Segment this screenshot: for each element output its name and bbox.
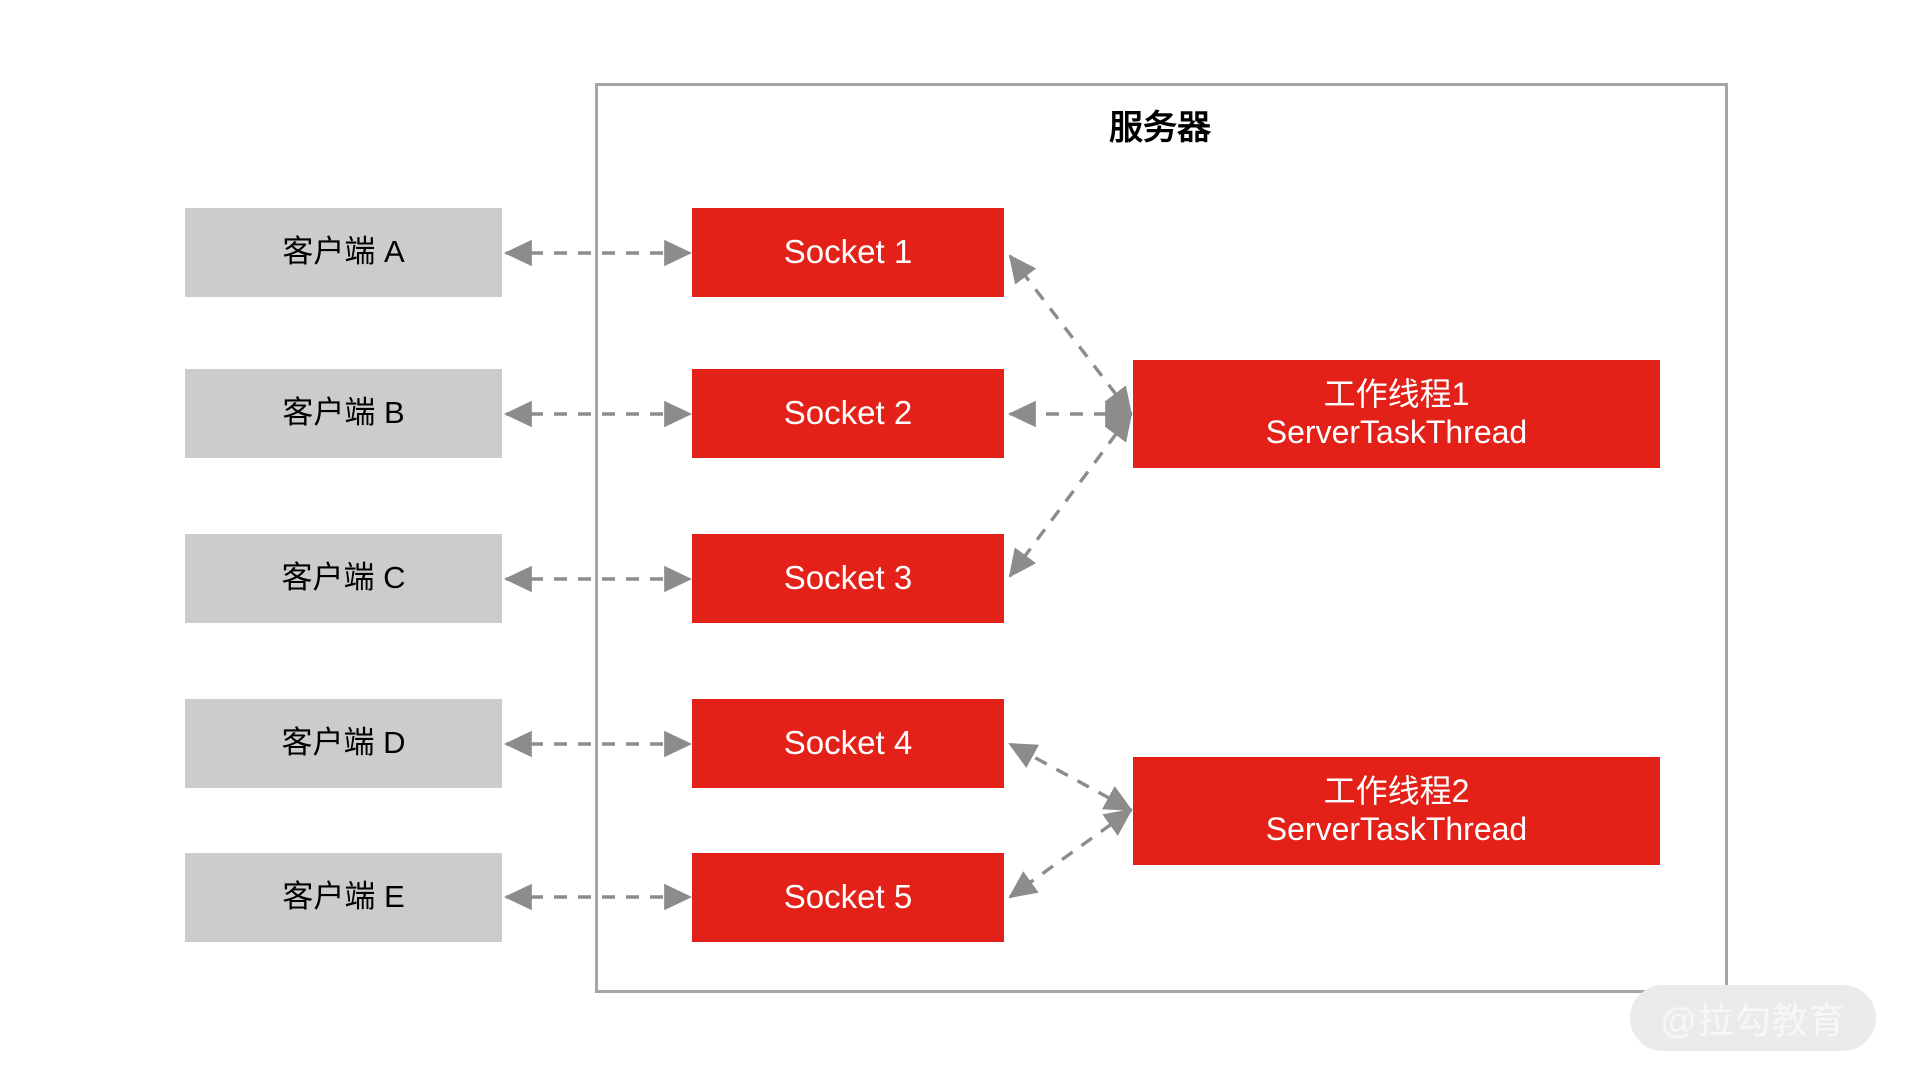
socket-box-1[interactable]: Socket 1: [692, 208, 1004, 297]
worker-thread-box-2-classname: ServerTaskThread: [1265, 811, 1528, 847]
socket-box-4-label: Socket 4: [783, 724, 913, 762]
server-boundary-frame: [595, 83, 1728, 993]
watermark-badge: @拉勾教育: [1630, 985, 1876, 1051]
client-box-e[interactable]: 客户端 E: [185, 853, 502, 942]
socket-box-1-label: Socket 1: [783, 233, 913, 271]
client-box-d[interactable]: 客户端 D: [185, 699, 502, 788]
client-box-c[interactable]: 客户端 C: [185, 534, 502, 623]
server-title: 服务器: [1109, 109, 1211, 147]
socket-box-5-label: Socket 5: [783, 878, 913, 916]
socket-box-3[interactable]: Socket 3: [692, 534, 1004, 623]
worker-thread-box-1[interactable]: 工作线程1 ServerTaskThread: [1133, 360, 1660, 468]
watermark-label: @拉勾教育: [1660, 1000, 1846, 1041]
client-box-c-label: 客户端 C: [281, 560, 406, 596]
worker-thread-box-2-title: 工作线程2: [1323, 773, 1470, 810]
worker-thread-box-1-title: 工作线程1: [1323, 376, 1470, 413]
client-box-a-label: 客户端 A: [282, 234, 405, 270]
socket-box-3-label: Socket 3: [783, 559, 913, 597]
socket-box-4[interactable]: Socket 4: [692, 699, 1004, 788]
socket-box-2[interactable]: Socket 2: [692, 369, 1004, 458]
socket-box-2-label: Socket 2: [783, 394, 913, 432]
worker-thread-box-2[interactable]: 工作线程2 ServerTaskThread: [1133, 757, 1660, 865]
client-box-a[interactable]: 客户端 A: [185, 208, 502, 297]
socket-box-5[interactable]: Socket 5: [692, 853, 1004, 942]
client-box-d-label: 客户端 D: [281, 725, 406, 761]
client-box-e-label: 客户端 E: [282, 879, 405, 915]
client-box-b-label: 客户端 B: [282, 395, 405, 431]
client-box-b[interactable]: 客户端 B: [185, 369, 502, 458]
worker-thread-box-1-classname: ServerTaskThread: [1265, 414, 1528, 450]
